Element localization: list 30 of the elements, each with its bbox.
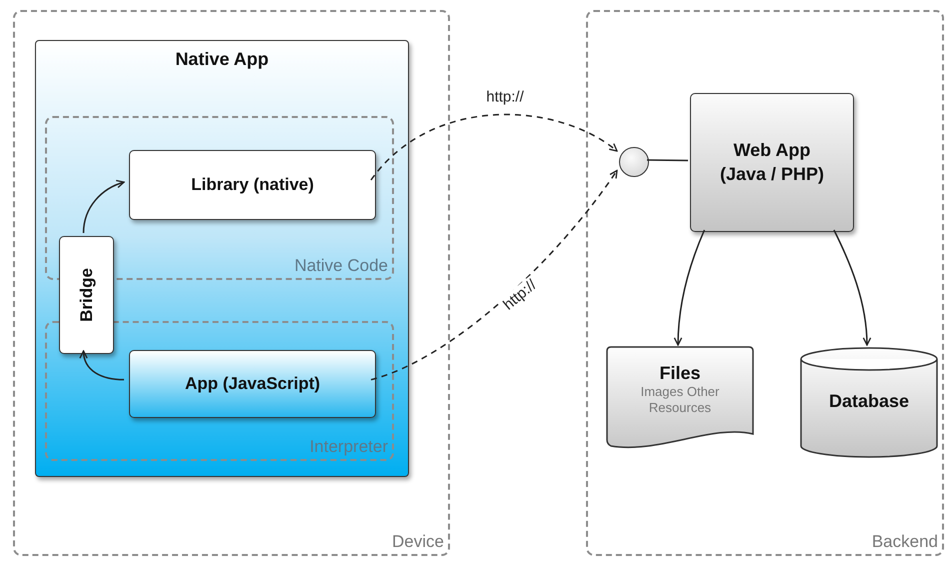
- backend-frame: [586, 10, 944, 556]
- arrow: [674, 230, 706, 346]
- interpreter-frame: [45, 321, 394, 461]
- device-frame: [13, 10, 450, 556]
- frame-label: Backend: [872, 532, 938, 552]
- web-app-box: [690, 93, 854, 232]
- frame-label: Device: [392, 532, 444, 552]
- database-cylinder: [800, 347, 938, 458]
- box-label: Web App (Java / PHP): [718, 139, 826, 186]
- shape-caption: Images Other Resources: [640, 384, 720, 416]
- connector-line: [647, 159, 688, 162]
- shape-label: Database: [828, 391, 910, 412]
- arrow: [82, 180, 125, 234]
- box-label: App (JavaScript): [184, 372, 320, 395]
- bridge-box: [59, 236, 114, 354]
- dashed-arrow: [370, 170, 618, 380]
- native-app-container: [35, 40, 409, 477]
- shape-label: Files: [659, 363, 701, 384]
- frame-label: Interpreter: [310, 437, 388, 457]
- app-box: [129, 350, 376, 418]
- interface-circle: [619, 147, 649, 177]
- panel-title: Native App: [175, 49, 269, 70]
- library-box: [129, 150, 376, 220]
- box-label: Bridge: [76, 268, 96, 322]
- frame-label: Native Code: [294, 256, 388, 276]
- box-label: Library (native): [191, 174, 314, 196]
- arrow: [833, 230, 872, 346]
- edge-label: http://: [484, 88, 526, 106]
- arrow: [80, 350, 124, 380]
- dashed-arrow: [370, 114, 618, 180]
